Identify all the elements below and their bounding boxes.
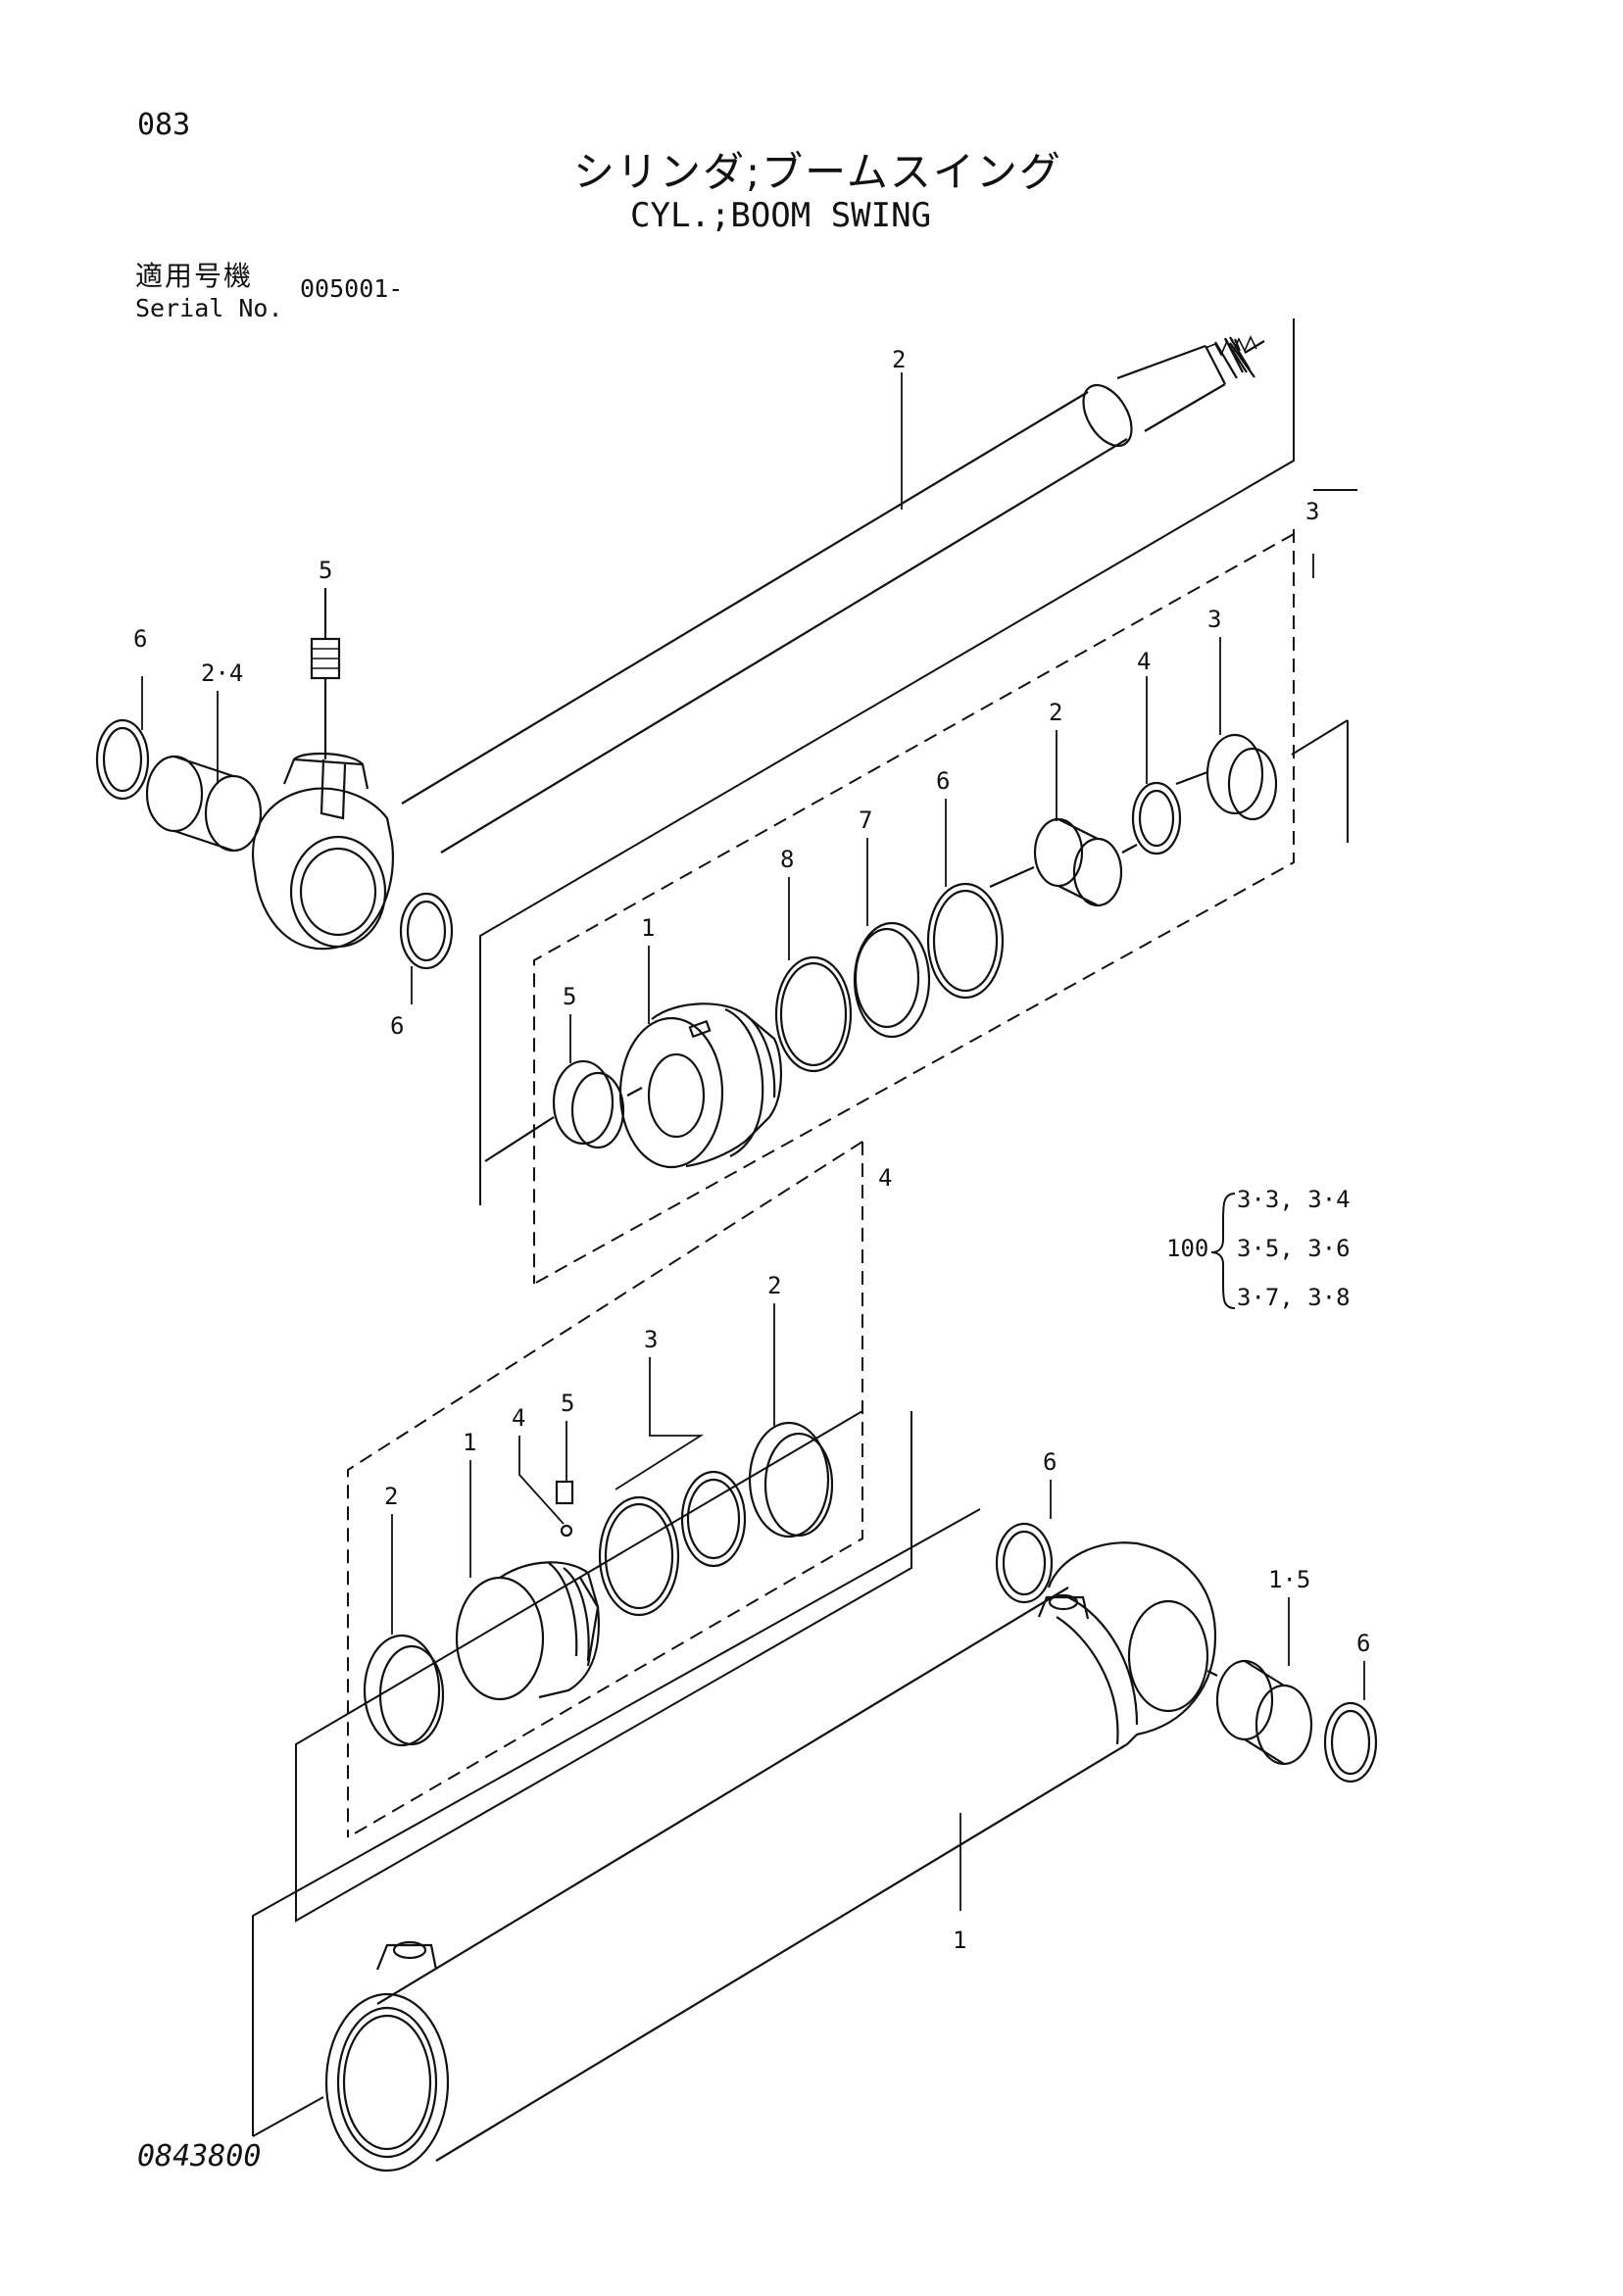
head-bushing-part bbox=[989, 817, 1138, 907]
seal-kit-brace bbox=[1210, 1193, 1236, 1309]
page-number: 083 bbox=[137, 108, 191, 142]
leader-lines-tube bbox=[959, 1480, 1365, 1911]
label-head-seal-6: 6 bbox=[936, 767, 950, 795]
serial-label-japanese: 適用号機 bbox=[135, 260, 254, 292]
label-head-seal-5: 5 bbox=[563, 983, 576, 1010]
label-head-oring-8: 8 bbox=[780, 846, 794, 873]
label-tube-bushing: 1·5 bbox=[1268, 1566, 1310, 1593]
head-packing-part bbox=[1175, 733, 1278, 821]
label-grease-fitting: 5 bbox=[319, 557, 332, 584]
label-piston-setscrew: 5 bbox=[561, 1390, 574, 1417]
callout-labels: 2 2·4 6 6 5 3 3 4 2 6 7 8 1 5 4 2 3 5 4 … bbox=[133, 346, 1370, 1954]
piston-body-part bbox=[455, 1561, 600, 1701]
label-tube-seal-right: 6 bbox=[1356, 1630, 1370, 1657]
label-piston-ring-right: 2 bbox=[767, 1272, 781, 1299]
label-head-body: 1 bbox=[641, 914, 655, 942]
piston-rod-part bbox=[401, 335, 1265, 854]
head-ring-part bbox=[853, 921, 931, 1039]
tube-bushing-part bbox=[1206, 1659, 1313, 1766]
tube-bracket-outline bbox=[252, 1508, 981, 2137]
head-oring-part bbox=[774, 955, 853, 1073]
title-japanese: シリンダ;ブームスイング bbox=[573, 148, 1062, 196]
rod-pin-bushing-part bbox=[145, 755, 263, 853]
head-seal-part bbox=[926, 882, 1005, 1000]
piston-seals-part bbox=[598, 1470, 747, 1617]
tube-seal-top-part bbox=[995, 1522, 1054, 1604]
leader-lines-head bbox=[569, 554, 1314, 1063]
head-dust-seal-part bbox=[484, 1059, 643, 1162]
rod-dust-seal-left-part bbox=[95, 718, 150, 801]
rod-dust-seal-right-part bbox=[399, 892, 454, 970]
label-rod-dust-seal-left: 6 bbox=[133, 625, 147, 653]
label-head-ring-4: 4 bbox=[1137, 648, 1151, 675]
piston-dashed-bracket bbox=[347, 1141, 863, 1838]
rod-head-group-dashed-bracket bbox=[533, 529, 1295, 1285]
label-group-piston: 4 bbox=[878, 1164, 892, 1192]
grease-fitting-part bbox=[310, 588, 341, 759]
tube-seal-right-part bbox=[1323, 1701, 1378, 1783]
label-rod-pin-bushing: 2·4 bbox=[201, 659, 243, 687]
label-piston-ball: 4 bbox=[512, 1404, 525, 1432]
label-piston-ring-left: 2 bbox=[384, 1483, 398, 1510]
piston-solid-bracket bbox=[295, 1410, 912, 1923]
rod-head-body-part bbox=[618, 1002, 782, 1169]
drawing-number: 0843800 bbox=[137, 2139, 262, 2174]
label-head-bushing: 2 bbox=[1049, 699, 1062, 726]
label-piston-seals: 3 bbox=[644, 1326, 658, 1353]
title-english: CYL.;BOOM SWING bbox=[630, 196, 932, 235]
label-head-packing: 3 bbox=[1207, 606, 1221, 633]
leader-lines-piston bbox=[391, 1303, 775, 1635]
label-rod-dust-seal-right: 6 bbox=[390, 1012, 404, 1040]
label-tube-seal-top: 6 bbox=[1043, 1448, 1057, 1476]
label-group-rod-head: 3 bbox=[1305, 498, 1319, 525]
leader-lines-rod bbox=[141, 372, 903, 1004]
label-rod: 2 bbox=[892, 346, 906, 373]
rod-eye-part bbox=[252, 752, 394, 951]
head-backup-ring-part bbox=[1131, 781, 1182, 855]
seal-kit-line-1: 3·3, 3·4 bbox=[1237, 1186, 1351, 1213]
serial-number-range: 005001- bbox=[300, 274, 404, 303]
rod-head-solid-bracket bbox=[479, 318, 1295, 1205]
piston-ring-left-part bbox=[363, 1634, 445, 1747]
seal-kit-line-2: 3·5, 3·6 bbox=[1237, 1235, 1351, 1262]
serial-label-english: Serial No. bbox=[135, 294, 283, 322]
seal-kit-line-3: 3·7, 3·8 bbox=[1237, 1284, 1351, 1311]
rod-head-outer-bracket bbox=[1291, 489, 1357, 843]
label-piston-body: 1 bbox=[463, 1429, 476, 1456]
piston-ring-right-part bbox=[748, 1421, 834, 1539]
cylinder-tube-part bbox=[324, 1541, 1217, 2173]
seal-kit-number: 100 bbox=[1166, 1235, 1208, 1262]
label-cylinder-tube: 1 bbox=[953, 1927, 966, 1954]
piston-setscrew-part bbox=[555, 1480, 574, 1538]
label-head-ring-7: 7 bbox=[859, 806, 872, 834]
